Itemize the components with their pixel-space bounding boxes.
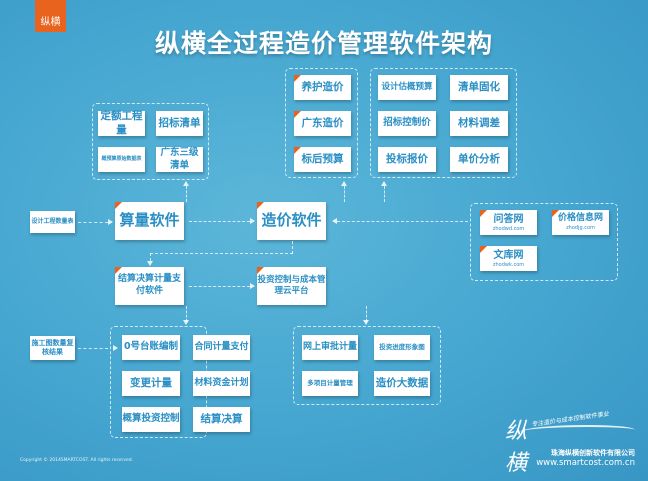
feature-box: 招标清单 bbox=[156, 111, 203, 136]
cloud-platform: 投资控制与成本管理云平台 bbox=[257, 267, 326, 305]
feature-box: 养护造价 bbox=[294, 75, 351, 100]
feature-box: 多项目计量管理 bbox=[302, 371, 358, 396]
connector bbox=[78, 222, 108, 223]
feature-box: 广东造价 bbox=[294, 111, 351, 136]
website-name: 价格信息网 bbox=[557, 213, 603, 224]
feature-box: 单价分析 bbox=[450, 147, 508, 172]
website-name: 文库网 bbox=[493, 249, 524, 261]
connector bbox=[384, 186, 385, 202]
suanliang-software: 算量软件 bbox=[115, 202, 184, 240]
suanliang-features-group bbox=[92, 103, 209, 180]
feature-box: 投标报价 bbox=[378, 147, 436, 172]
feature-box: 概算投资控制 bbox=[122, 407, 180, 432]
feature-box: 0号台账编制 bbox=[122, 335, 180, 360]
feature-box: 概预算原始数据表 bbox=[98, 147, 145, 172]
connector bbox=[344, 186, 345, 202]
feature-box: 材料调差 bbox=[450, 111, 508, 136]
connector bbox=[189, 221, 250, 222]
connector bbox=[150, 253, 151, 261]
arrow-up-icon bbox=[381, 181, 387, 186]
websites-group bbox=[470, 203, 618, 281]
connector bbox=[292, 241, 293, 254]
arrow-up-icon bbox=[183, 181, 189, 186]
arrow-right-icon bbox=[250, 218, 255, 224]
feature-box: 设计估概预算 bbox=[378, 75, 436, 100]
feature-box: 合同计量支付 bbox=[193, 335, 250, 360]
arrow-right-icon bbox=[113, 345, 118, 351]
feature-box: 网上审批计量 bbox=[302, 335, 358, 360]
arrow-down-icon bbox=[363, 320, 369, 325]
company-name: 珠海纵横创新软件有限公司 bbox=[551, 449, 635, 457]
connector bbox=[186, 186, 187, 202]
input-review-results: 施工图数量复核结果 bbox=[30, 336, 75, 360]
website-url: zhodwd.com bbox=[492, 225, 525, 232]
feature-box: 材料资金计划 bbox=[193, 371, 250, 396]
brand-logo: 纵横 bbox=[35, 0, 66, 32]
feature-box: 清单固化 bbox=[450, 75, 508, 100]
copyright: Copyright © 2014SMARTCOST. All rights re… bbox=[20, 458, 134, 463]
jiesuan-software: 结算决算计量支付软件 bbox=[115, 267, 184, 305]
website-url: zhodjg.com bbox=[566, 225, 595, 232]
feature-box: 变更计量 bbox=[122, 371, 180, 396]
input-design-quantities: 设计工程数量表 bbox=[30, 211, 75, 233]
website-name: 问答网 bbox=[493, 213, 524, 225]
zaojia-variants-group bbox=[285, 68, 358, 178]
arrow-up-icon bbox=[341, 181, 347, 186]
feature-box: 招标控制价 bbox=[378, 111, 436, 136]
connector bbox=[78, 348, 108, 349]
zaojia-features-group bbox=[370, 68, 517, 178]
zaojia-software: 造价软件 bbox=[257, 202, 326, 240]
arrow-right-icon bbox=[250, 283, 255, 289]
feature-box: 定额工程量 bbox=[98, 110, 145, 136]
swoosh-decoration bbox=[520, 425, 635, 437]
cloud-features-group bbox=[293, 326, 441, 405]
feature-box: 标后预算 bbox=[294, 147, 351, 172]
page-title: 纵横全过程造价管理软件架构 bbox=[154, 29, 493, 58]
company-url[interactable]: www.smartcost.com.cn bbox=[536, 458, 635, 468]
feature-box: 投资进度形象图 bbox=[374, 335, 430, 360]
connector bbox=[337, 221, 468, 222]
feature-box: 结算决算 bbox=[193, 407, 250, 432]
feature-box: 造价大数据 bbox=[374, 371, 430, 396]
connector bbox=[150, 253, 293, 254]
website-url: zhodwk.com bbox=[492, 261, 525, 268]
feature-box: 广东三级清单 bbox=[156, 147, 203, 172]
connector bbox=[186, 306, 187, 322]
connector bbox=[189, 286, 250, 287]
arrow-down-icon bbox=[147, 261, 153, 266]
connector bbox=[366, 306, 367, 322]
arrow-right-icon bbox=[108, 219, 113, 225]
signature-char: 纵横 bbox=[505, 419, 528, 476]
arrow-left-icon bbox=[332, 218, 337, 224]
arrow-down-icon bbox=[183, 320, 189, 325]
